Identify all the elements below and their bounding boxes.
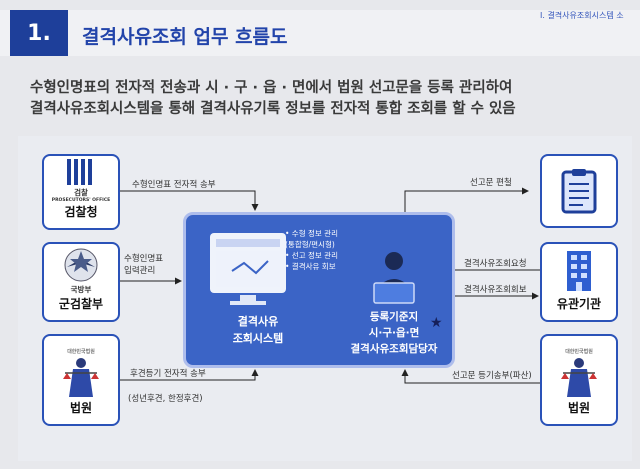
system-box: • 수형 정보 관리 (통합형/편시형) • 선고 정보 관리 • 결격사유 회… <box>183 212 455 368</box>
prosecution-emblem-icon <box>67 159 92 185</box>
system-label-line1: 결격사유 <box>237 315 279 328</box>
arrow-court-right-to-officer <box>401 369 540 384</box>
summary-line-2: 결격사유조회시스템을 통해 결격사유기록 정보를 전자적 통합 조회를 할 수 … <box>30 101 516 117</box>
building-icon <box>567 251 591 291</box>
officer-at-computer-icon <box>373 252 415 304</box>
header-bar <box>0 10 640 56</box>
node-prosecution: 검찰 PROSECUTORS' OFFICE 검찰청 <box>42 154 120 230</box>
officer-label-line3: 결격사유조회담당자 <box>350 343 438 355</box>
military-label: 군검찰부 <box>58 297 104 311</box>
justice-statue-icon <box>561 358 597 397</box>
star-icon: ★ <box>430 315 443 331</box>
flow-label-court-2: (성년후견, 한정후견) <box>128 394 203 404</box>
prosecution-label: 검찰청 <box>64 205 98 219</box>
military-emblem-text: 국방부 <box>70 285 92 294</box>
task-item: (통합형/편시형) <box>285 240 335 249</box>
court-left-label: 법원 <box>69 401 93 415</box>
system-label: 결격사유 조회시스템 <box>213 313 303 347</box>
clipboard-document-icon <box>561 169 597 214</box>
system-screen-icon <box>210 233 286 305</box>
flow-label-prosecution: 수형인명표 전자적 송부 <box>132 180 216 190</box>
system-task-list: • 수형 정보 관리 (통합형/편시형) • 선고 정보 관리 • 결격사유 회… <box>285 228 338 272</box>
prosecution-emblem-sub: PROSECUTORS' OFFICE <box>51 198 111 203</box>
summary-line-1: 수형인명표의 전자적 전송과 시 · 구 · 읍 · 면에서 법원 선고문을 등… <box>30 80 513 96</box>
flow-label-query-reply: 결격사유조회회보 <box>464 285 527 295</box>
flow-label-verdict-compile: 선고문 편철 <box>470 178 512 188</box>
node-military: 국방부 군검찰부 <box>42 242 120 322</box>
node-agencies: 유관기관 <box>540 242 618 322</box>
court-left-emblem-text: 대한민국법원 <box>67 349 95 355</box>
officer-label-line2: 시·구·읍·면 <box>368 327 420 339</box>
court-right-emblem-text: 대한민국법원 <box>565 349 593 355</box>
flow-label-verdict-send: 선고문 등기송부(파산) <box>452 371 532 381</box>
page-title: 결격사유조회 업무 흐름도 <box>82 26 288 48</box>
task-item: • 결격사유 회보 <box>285 262 336 271</box>
node-court-left: 대한민국법원 법원 <box>42 334 120 426</box>
flow-label-query-request: 결격사유조회요청 <box>464 259 527 269</box>
task-item: • 선고 정보 관리 <box>285 251 338 260</box>
system-label-line2: 조회시스템 <box>232 332 284 345</box>
flow-label-court-1: 후견등기 전자적 송부 <box>130 369 206 379</box>
task-item: • 수형 정보 관리 <box>285 229 338 238</box>
agencies-label: 유관기관 <box>556 297 602 311</box>
node-court-right: 대한민국법원 법원 <box>540 334 618 426</box>
flow-label-military-1: 수형인명표 <box>124 254 164 264</box>
court-right-label: 법원 <box>567 401 591 415</box>
node-verdict-document <box>540 154 618 228</box>
defense-emblem-icon <box>64 248 98 282</box>
officer-label: 등록기준지 시·구·읍·면 결격사유조회담당자 <box>334 309 454 357</box>
justice-statue-icon <box>63 358 99 397</box>
breadcrumb: I. 결격사유조회시스템 소 <box>540 11 624 20</box>
officer-label-line1: 등록기준지 <box>369 311 419 323</box>
prosecution-emblem-text: 검찰 <box>74 188 88 197</box>
summary-text: 수형인명표의 전자적 전송과 시 · 구 · 읍 · 면에서 법원 선고문을 등… <box>30 78 516 120</box>
section-number: 1. <box>10 10 68 56</box>
arrow-court-to-system <box>120 369 259 381</box>
flow-label-military-2: 입력관리 <box>124 266 156 276</box>
arrow-prosecution-to-system <box>120 190 259 211</box>
